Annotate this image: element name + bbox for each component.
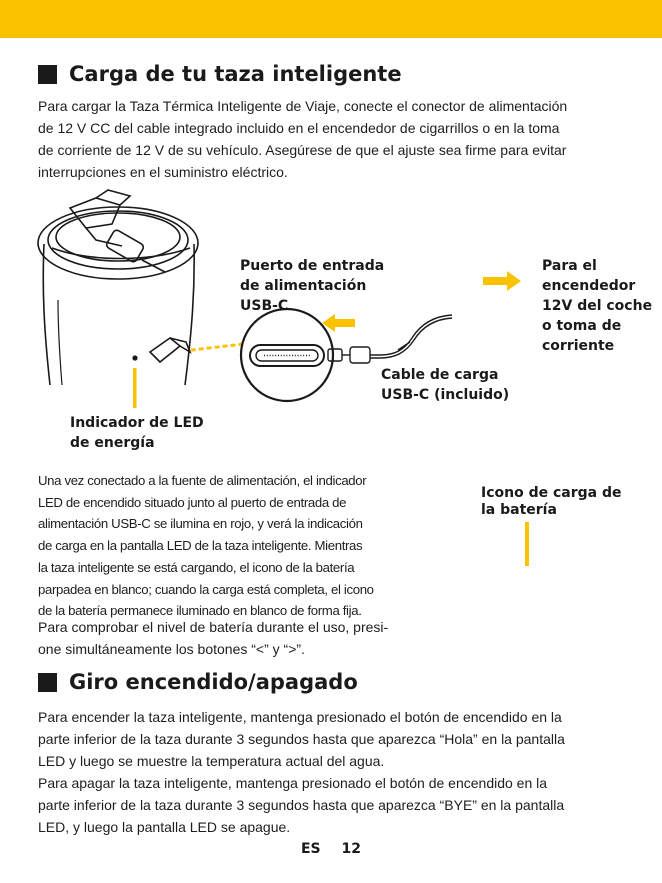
battery-check-paragraph: Para comprobar el nivel de batería duran… [38,619,389,657]
insert-arrow-icon [322,314,355,332]
heading-square-icon [38,672,57,692]
footer-language: ES [300,841,321,857]
battery-pointer-line [525,522,529,566]
section-title: Giro encendido/apagado [69,670,358,694]
power-on-paragraph: Para encender la taza inteligente, mante… [38,709,565,769]
smart-mug-illustration [37,189,199,386]
section-heading-charging: Carga de tu taza inteligente [38,62,402,86]
to-lighter-arrow-icon [483,271,521,291]
footer-page-number: 12 [341,841,361,857]
usb-c-port-label: Puerto de entrada de alimentación USB-C [240,258,385,314]
section-title: Carga de tu taza inteligente [69,62,402,86]
header-accent-bar [0,0,662,38]
heading-square-icon [38,64,57,84]
led-indicator-paragraph: Una vez conectado a la fuente de aliment… [38,473,374,619]
charging-cable-label: Cable de carga USB-C (incluido) [381,367,510,403]
page-footer: ES 12 [0,841,662,857]
lighter-socket-label: Para el encendedor 12V del coche o toma … [542,258,653,354]
power-led-label: Indicador de LED de energía [70,415,204,451]
section-heading-power: Giro encendido/apagado [38,670,358,694]
led-pointer-line [133,368,137,408]
usb-c-cable-icon [327,314,453,364]
charging-intro-paragraph: Para cargar la Taza Térmica Inteligente … [38,98,568,180]
battery-icon-label: Icono de carga de la batería [481,485,622,518]
power-off-paragraph: Para apagar la taza inteligente, manteng… [38,775,565,835]
usb-c-port-icon [239,307,335,403]
